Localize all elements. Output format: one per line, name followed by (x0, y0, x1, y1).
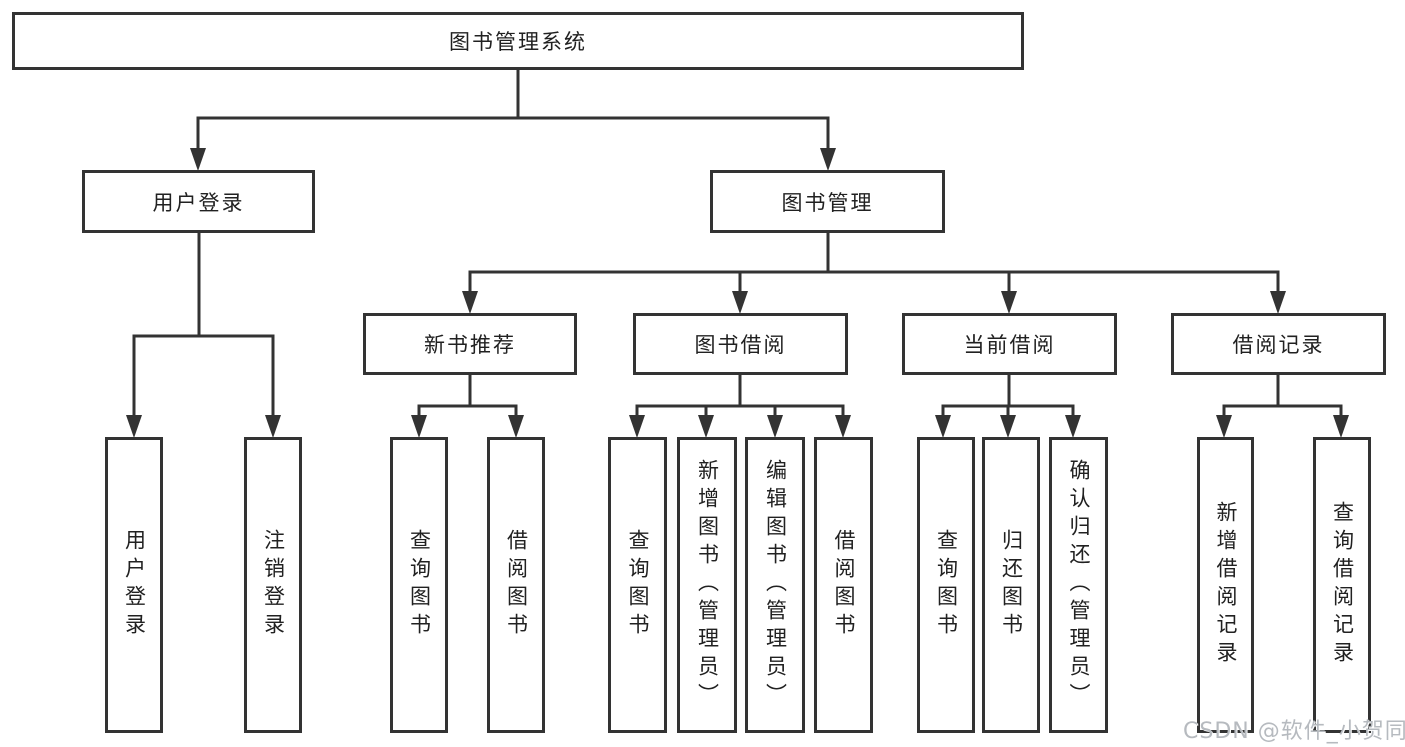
node-borrow-records: 借阅记录 (1171, 313, 1386, 375)
node-label: 新书推荐 (424, 333, 516, 357)
node-label: 当前借阅 (963, 333, 1056, 357)
node-leaf-logout: 注销登录 (244, 437, 302, 733)
node-leaf-user-login: 用户登录 (105, 437, 163, 733)
node-leaf-borrow-book-recommend: 借阅图书 (487, 437, 545, 733)
node-leaf-query-book-current: 查询图书 (917, 437, 975, 733)
node-label: 用户登录 (152, 190, 245, 215)
node-leaf-edit-book-admin: 编辑图书（管理员） (745, 437, 805, 733)
node-label: 新增图书（管理员） (695, 459, 720, 711)
csdn-watermark: CSDN @软件_小贺同学 (1183, 719, 1405, 744)
node-book-management-module: 图书管理 (710, 170, 945, 233)
node-label: 编辑图书（管理员） (763, 459, 788, 711)
node-label: 图书管理 (781, 190, 874, 215)
node-label: 借阅图书 (504, 529, 529, 641)
node-current-borrow: 当前借阅 (902, 313, 1117, 375)
node-user-login-module: 用户登录 (82, 170, 315, 233)
node-leaf-return-book: 归还图书 (982, 437, 1040, 733)
node-label: 注销登录 (261, 529, 286, 641)
node-label: 借阅记录 (1232, 333, 1325, 357)
node-leaf-add-book-admin: 新增图书（管理员） (677, 437, 737, 733)
node-label: 新增借阅记录 (1214, 501, 1238, 669)
node-leaf-query-book-borrow: 查询图书 (608, 437, 667, 733)
node-label: 图书借阅 (694, 333, 787, 357)
node-root-library-system: 图书管理系统 (12, 12, 1024, 70)
node-label: 确认归还（管理员） (1067, 459, 1091, 711)
node-leaf-add-borrow-record: 新增借阅记录 (1197, 437, 1254, 733)
node-label: 查询图书 (626, 529, 650, 641)
node-label: 归还图书 (999, 529, 1024, 641)
node-label: 用户登录 (122, 529, 147, 641)
node-label: 借阅图书 (832, 529, 856, 641)
node-label: 图书管理系统 (449, 30, 587, 54)
node-leaf-confirm-return-admin: 确认归还（管理员） (1049, 437, 1108, 733)
node-leaf-query-borrow-record: 查询借阅记录 (1313, 437, 1371, 733)
node-new-book-recommend: 新书推荐 (363, 313, 577, 375)
node-label: 查询图书 (934, 529, 959, 641)
node-book-borrow: 图书借阅 (633, 313, 848, 375)
node-leaf-borrow-book: 借阅图书 (814, 437, 873, 733)
node-label: 查询图书 (407, 529, 432, 641)
node-label: 查询借阅记录 (1330, 501, 1355, 669)
node-leaf-query-book-recommend: 查询图书 (390, 437, 448, 733)
